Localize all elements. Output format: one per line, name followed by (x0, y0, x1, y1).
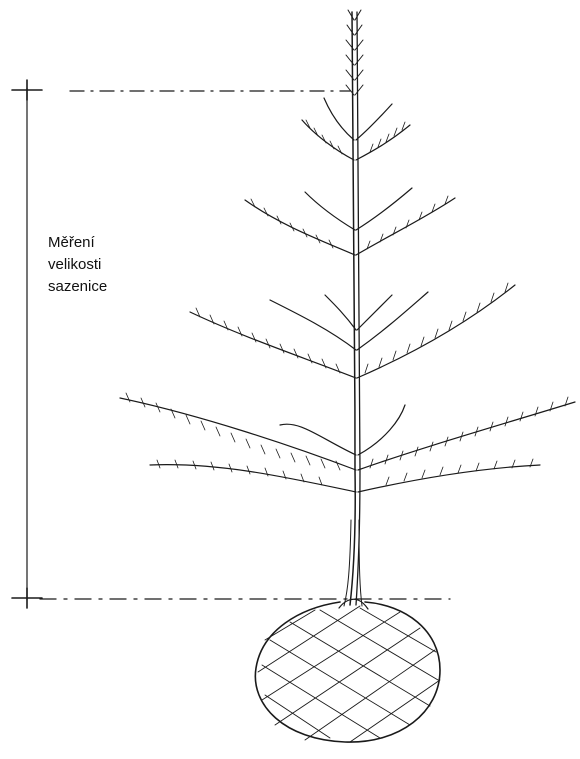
label-line-3: sazenice (48, 276, 168, 298)
leader-shoot (346, 10, 363, 95)
measurement-label: Měření velikosti sazenice (48, 232, 168, 298)
branch-tier-4 (120, 398, 575, 492)
branch-tier-2 (245, 188, 455, 255)
needle-hatching (126, 120, 568, 485)
label-line-1: Měření (48, 232, 168, 254)
root-ball (255, 602, 440, 742)
branch-tier-1 (302, 98, 410, 160)
branch-tier-3 (190, 285, 515, 378)
seedling-trunk (339, 12, 368, 609)
label-line-2: velikosti (48, 254, 168, 276)
measurement-dimension-line (12, 80, 42, 608)
